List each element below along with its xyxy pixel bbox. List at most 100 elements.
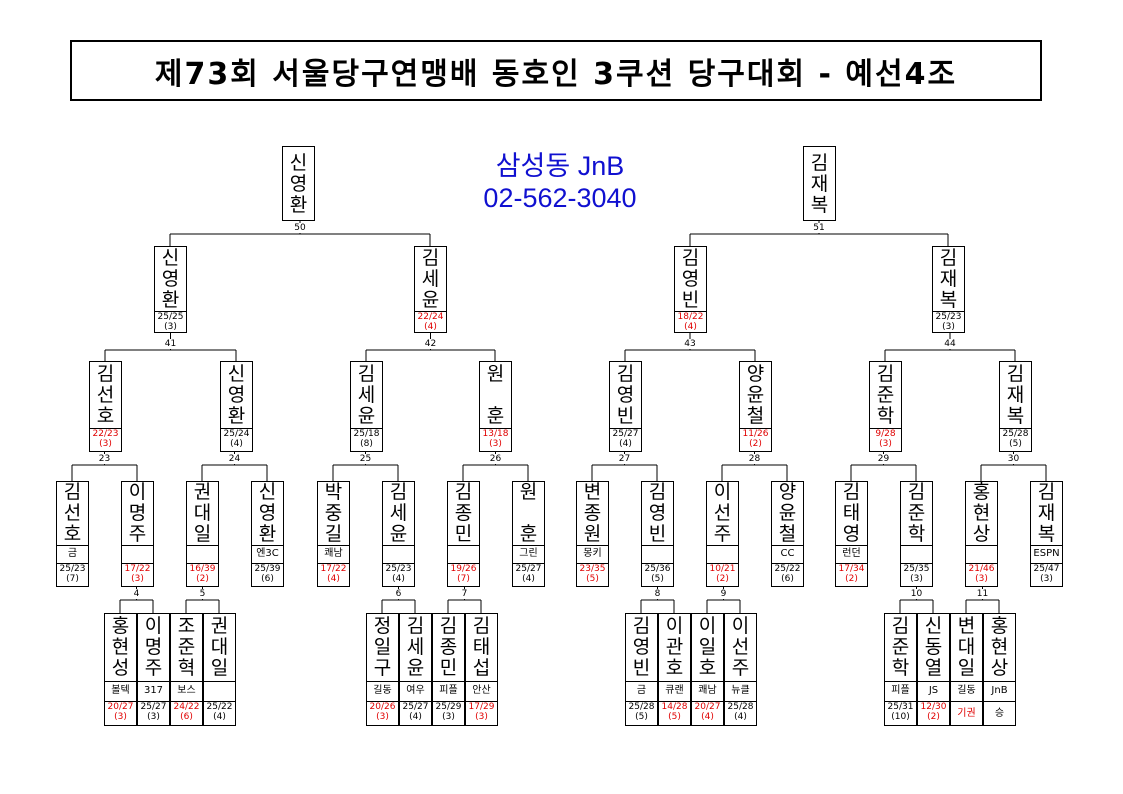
name-char: 환	[227, 404, 246, 427]
name-char: 주	[731, 657, 750, 679]
score-value: 25/28	[628, 702, 655, 712]
name-char: 현	[972, 502, 991, 524]
box-divider	[367, 701, 398, 702]
player-score: 25/23(4)	[383, 564, 414, 584]
score-value: 17/22	[124, 564, 151, 574]
name-char: 현	[990, 636, 1009, 658]
score-inning: (3)	[975, 574, 988, 584]
box-divider	[1031, 563, 1062, 564]
box-divider	[122, 563, 153, 564]
name-char: 영	[648, 502, 667, 524]
score-inning: (4)	[213, 712, 226, 722]
name-char: 복	[810, 194, 829, 216]
score-inning: (4)	[734, 712, 747, 722]
box-divider	[626, 701, 657, 702]
name-char: 대	[210, 636, 229, 658]
name-char: 신	[924, 615, 943, 637]
score-value: 21/46	[968, 564, 995, 574]
name-char: 성	[111, 657, 130, 679]
player-score: 25/28(5)	[626, 702, 657, 722]
box-divider	[659, 681, 690, 682]
box-divider	[466, 681, 497, 682]
score-inning: (3)	[164, 322, 177, 332]
player-club: JS	[928, 685, 939, 696]
player-score: 19/26(7)	[448, 564, 479, 584]
score-value: 18/22	[677, 312, 704, 322]
name-char: 섭	[472, 657, 491, 679]
box-divider	[836, 545, 867, 546]
name-char: 홍	[972, 481, 991, 503]
name-char: 신	[227, 362, 246, 385]
player-score: 25/27(4)	[513, 564, 544, 584]
name-char: 주	[128, 523, 147, 545]
score-value: 17/22	[320, 564, 347, 574]
name-char: 길	[324, 523, 343, 545]
score-inning: (5)	[1009, 439, 1022, 449]
score-value: 22/24	[417, 312, 444, 322]
name-char: 민	[439, 657, 458, 679]
score-value: 20/27	[694, 702, 721, 712]
sponsor-block: 삼성동 JnB 02-562-3040	[440, 150, 680, 214]
match-number: 26	[480, 454, 511, 464]
score-inning: (3)	[910, 574, 923, 584]
player-score: 25/25(3)	[155, 312, 186, 332]
match-number: 9	[708, 589, 739, 599]
score-inning: (7)	[66, 574, 79, 584]
name-char: 권	[210, 615, 229, 637]
name-char: 이	[731, 615, 750, 637]
box-divider	[513, 545, 544, 546]
score-value: 25/22	[774, 564, 801, 574]
name-char: 홍	[111, 615, 130, 637]
player-score: 25/24(4)	[221, 429, 252, 449]
player-score: 25/27(4)	[610, 429, 641, 449]
player-score: 17/22(4)	[318, 564, 349, 584]
name-char: 신	[289, 152, 308, 174]
name-char: 태	[472, 636, 491, 658]
name-char: 김	[421, 246, 440, 269]
score-value: 17/34	[838, 564, 865, 574]
score-inning: (3)	[442, 712, 455, 722]
player-club	[448, 545, 479, 563]
box-divider	[204, 681, 235, 682]
score-inning: (2)	[716, 574, 729, 584]
box-divider	[984, 701, 1015, 702]
match-number: 29	[868, 454, 899, 464]
box-divider	[433, 701, 464, 702]
name-char: 일	[193, 523, 212, 545]
name-char: 학	[876, 404, 895, 427]
box-divider	[367, 681, 398, 682]
name-char: 재	[1006, 383, 1025, 406]
player-score: 25/28(4)	[725, 702, 756, 722]
score-value: 25/27	[515, 564, 542, 574]
name-char: 김	[632, 615, 651, 637]
name-char: 민	[454, 523, 473, 545]
score-inning: (4)	[230, 439, 243, 449]
name-char: 김	[616, 362, 635, 385]
name-char: 영	[161, 267, 180, 290]
player-club: 피플	[439, 685, 458, 696]
score-inning: (4)	[619, 439, 632, 449]
player-club: 큐랜	[665, 685, 684, 696]
name-char: 윤	[406, 657, 425, 679]
score-inning: (7)	[457, 574, 470, 584]
